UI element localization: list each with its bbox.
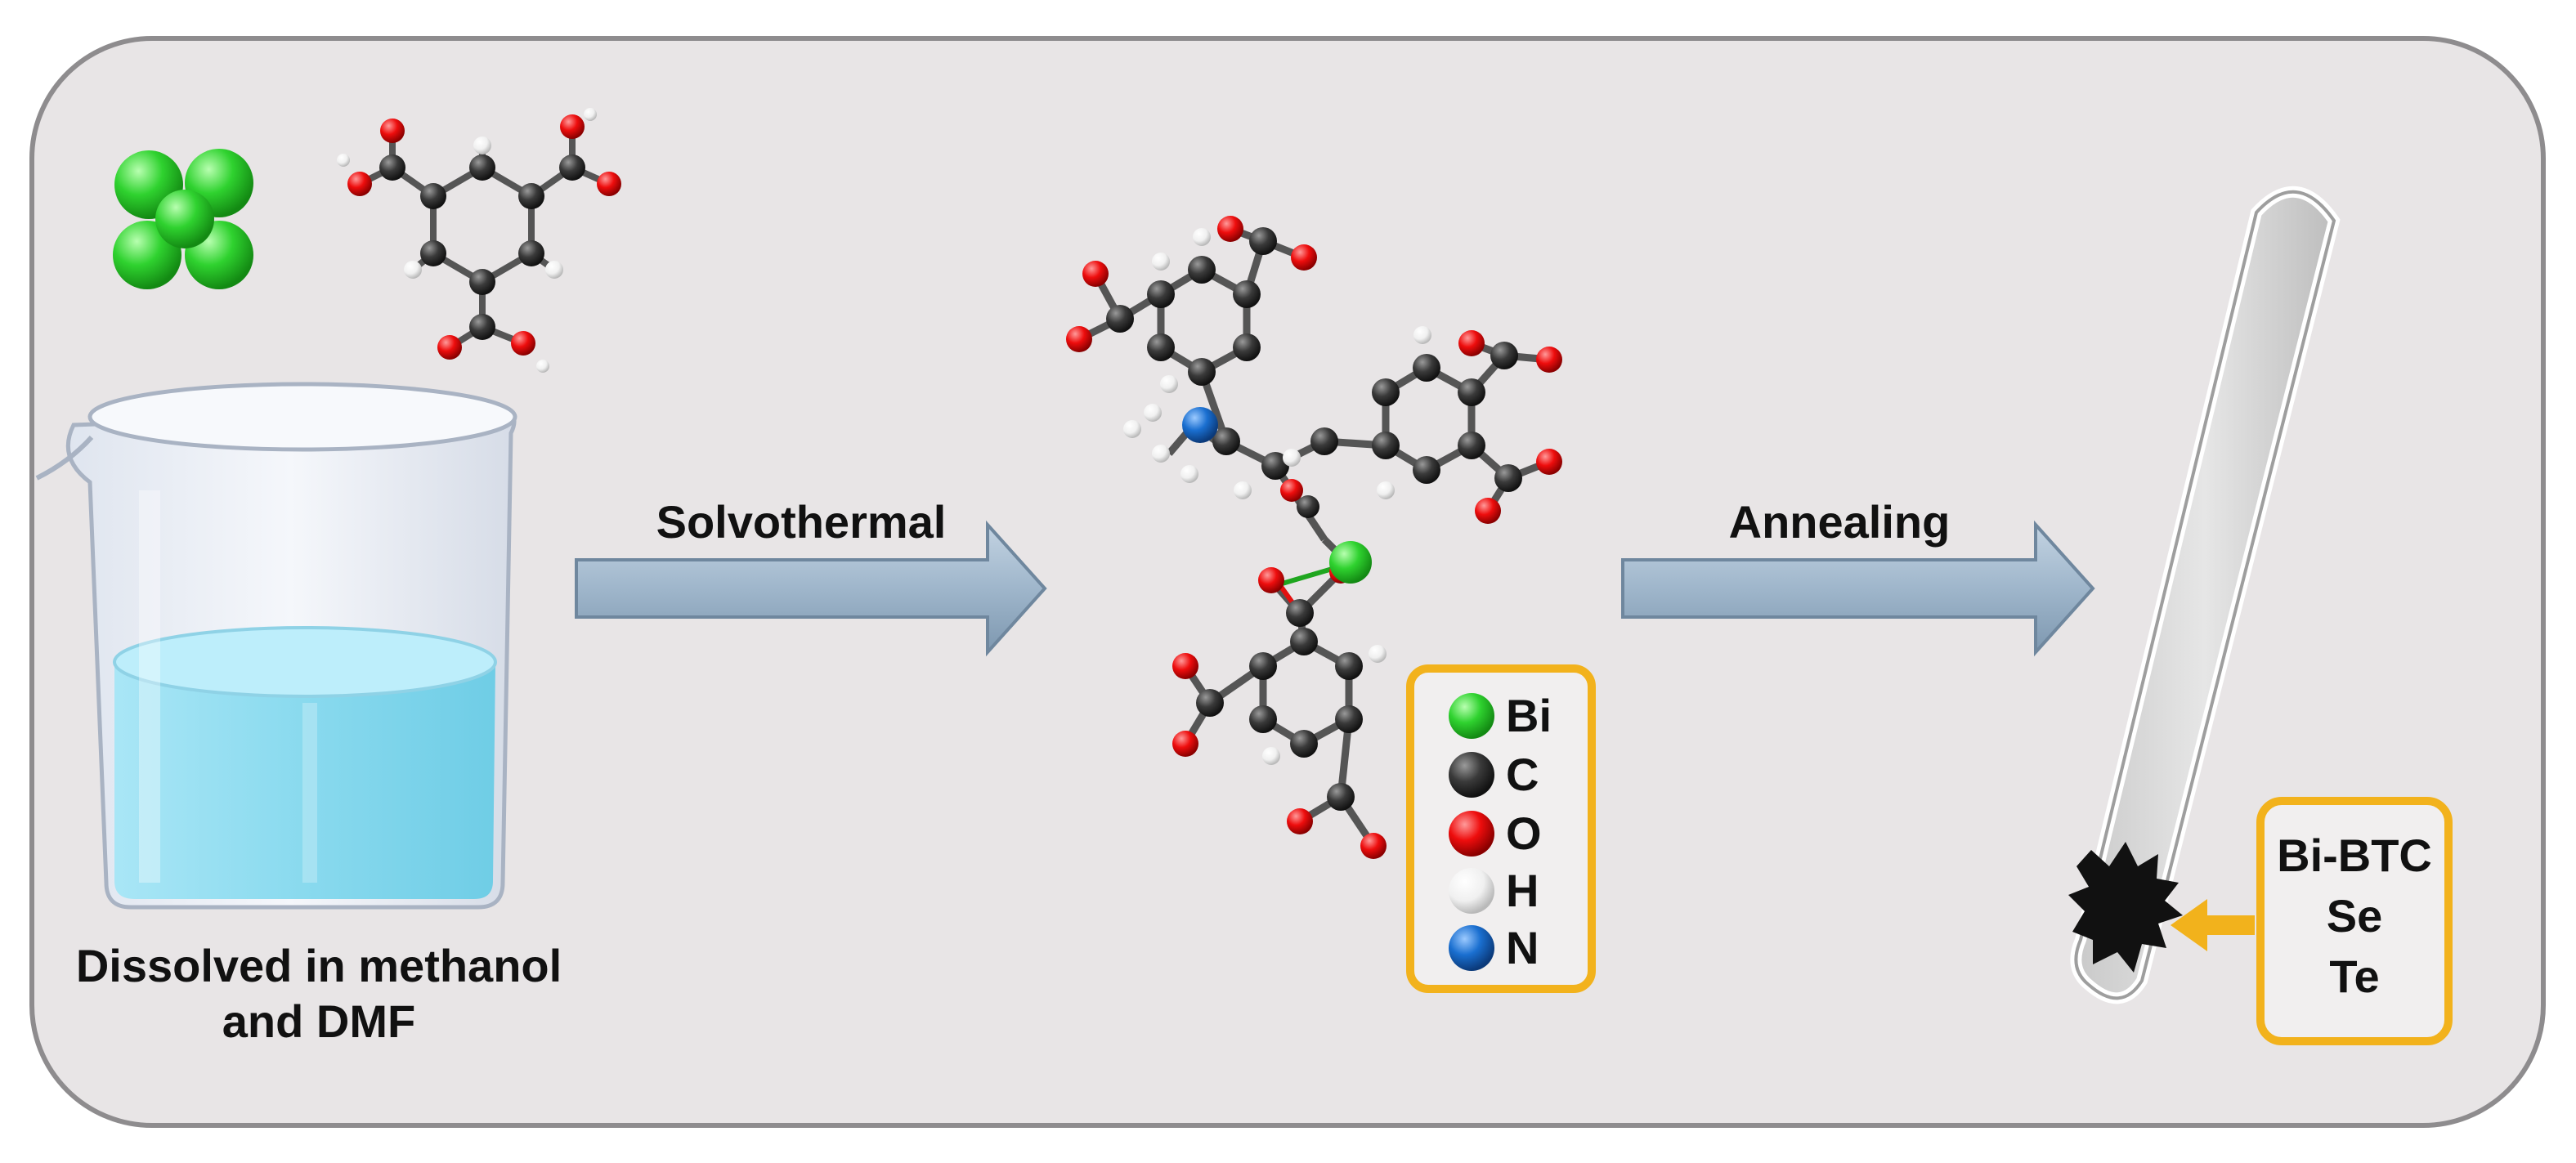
element-legend-box — [1406, 664, 1596, 993]
legend-swatch-c-icon — [1449, 752, 1494, 798]
product-se: Se — [2326, 890, 2383, 942]
legend-swatch-o-icon — [1449, 811, 1494, 857]
product-bi-btc: Bi-BTC — [2277, 830, 2432, 881]
beaker-icon — [35, 382, 517, 910]
test-tube-icon — [2068, 186, 2341, 1004]
product-box — [2256, 797, 2453, 1045]
legend-swatch-h-icon — [1449, 868, 1494, 914]
product-list: Bi-BTC Se Te — [2265, 825, 2444, 1007]
legend-swatch-bi-icon — [1449, 693, 1494, 739]
annealing-label: Annealing — [1728, 496, 1951, 548]
product-pointer-arrow — [2171, 899, 2255, 951]
solvothermal-arrow — [575, 520, 1047, 657]
legend-label-o: O — [1506, 807, 1542, 859]
legend-swatch-n-icon — [1449, 925, 1494, 971]
annealed-product-icon — [2068, 842, 2183, 973]
legend-label-n: N — [1506, 922, 1539, 973]
bi-btc-mof-molecule-icon — [1066, 216, 1562, 859]
legend-label-bi: Bi — [1506, 690, 1552, 741]
legend-label-c: C — [1506, 749, 1539, 800]
product-te: Te — [2329, 951, 2380, 1002]
dissolve-label-line2: and DMF — [222, 995, 416, 1047]
dissolve-label: Dissolved in methanol and DMF — [33, 938, 605, 1049]
legend-label-h: H — [1506, 865, 1539, 916]
legend-swatches — [1449, 693, 1494, 971]
dissolve-label-line1: Dissolved in methanol — [75, 940, 562, 991]
annealing-arrow — [1621, 520, 2095, 657]
bismuth-cluster-icon — [113, 149, 253, 289]
solvothermal-label: Solvothermal — [656, 496, 947, 548]
trimesic-acid-molecule-icon — [337, 108, 621, 373]
